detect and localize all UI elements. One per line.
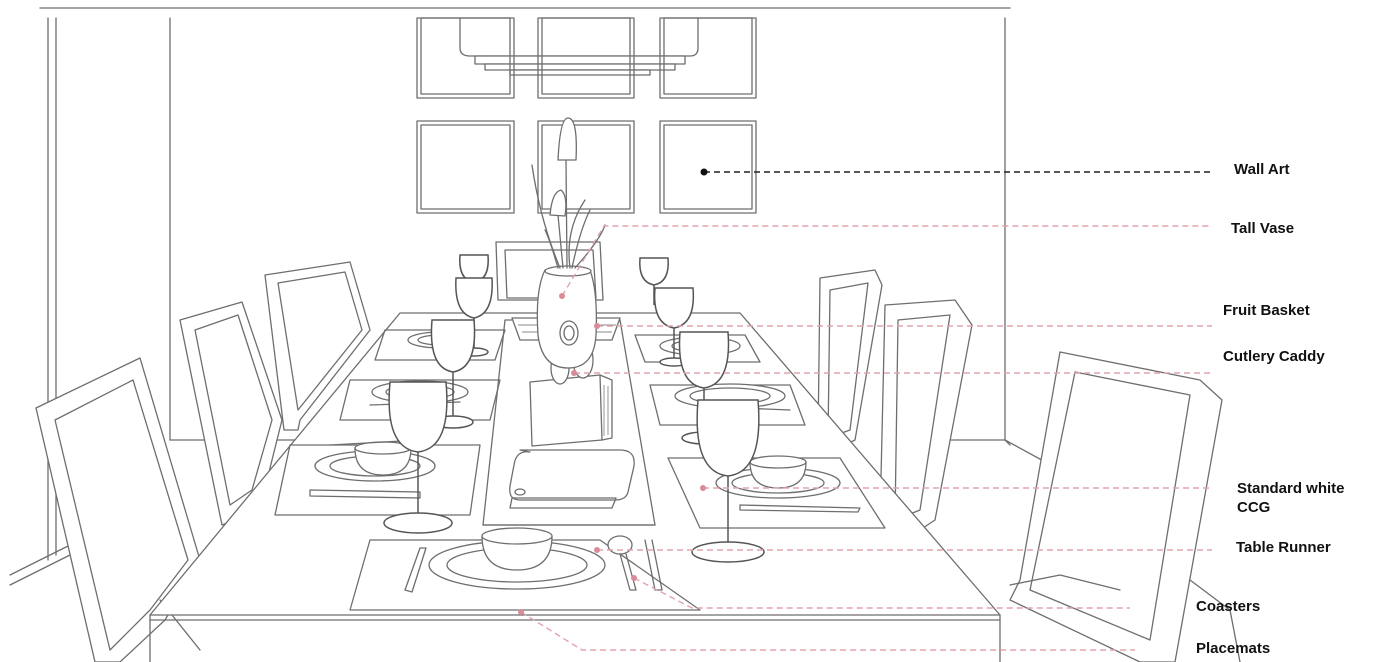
- ccg-marker: [700, 485, 706, 491]
- pendant-light: [459, 18, 699, 76]
- tall-vase-leader: [561, 225, 1212, 297]
- placemats-leader: [520, 611, 1135, 651]
- label-standard-white-ccg: Standard white CCG: [1237, 480, 1345, 516]
- fruit-basket-marker: [594, 323, 600, 329]
- label-placemats: Placemats: [1196, 640, 1271, 657]
- wine-glasses: [383, 254, 765, 563]
- coasters-leader: [633, 577, 1130, 609]
- label-coasters: Coasters: [1196, 598, 1261, 615]
- wall-art-marker: [700, 168, 708, 176]
- tall-vase-marker: [559, 293, 565, 299]
- label-cutlery-caddy: Cutlery Caddy: [1223, 348, 1325, 365]
- table-runner-marker: [594, 547, 600, 553]
- label-wall-art: Wall Art: [1234, 161, 1290, 178]
- wall-art-frames: [416, 17, 757, 214]
- cutlery-caddy-marker: [571, 370, 577, 376]
- label-fruit-basket: Fruit Basket: [1223, 302, 1310, 319]
- chairs-right: [817, 269, 1241, 662]
- callout-lines: [518, 168, 1212, 651]
- cutlery: [309, 401, 861, 593]
- cutting-board: [509, 449, 635, 509]
- chairs-left: [35, 241, 604, 662]
- label-table-runner: Table Runner: [1236, 539, 1331, 556]
- label-tall-vase: Tall Vase: [1231, 220, 1295, 237]
- placemats-marker: [518, 609, 524, 615]
- coasters-marker: [631, 575, 637, 581]
- tall-vase-object: [531, 117, 606, 369]
